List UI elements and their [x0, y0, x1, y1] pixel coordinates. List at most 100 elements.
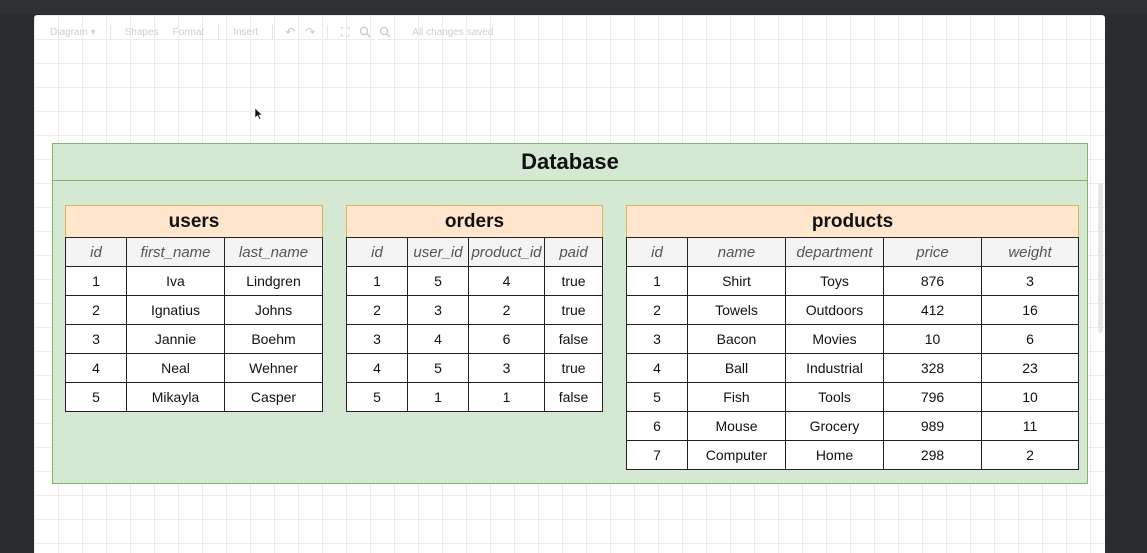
table-cell: 1	[407, 382, 469, 412]
table-cell: Jannie	[126, 324, 225, 354]
table-cell: 4	[407, 324, 469, 354]
table-cell: 4	[65, 353, 127, 383]
table-cell: true	[544, 295, 603, 325]
shapes-toggle[interactable]: Shapes	[124, 26, 159, 38]
table-cell: Shirt	[687, 266, 786, 296]
table-cell: 10	[981, 382, 1079, 412]
toolbar: Diagram ▾ Shapes Format Insert ↶ ↷ ⛶ All…	[34, 15, 1105, 49]
column-header: user_id	[407, 237, 469, 267]
table-row: 4 5 3 true	[346, 353, 603, 383]
table-cell: Iva	[126, 266, 225, 296]
table-cell: Ignatius	[126, 295, 225, 325]
table-cell: 3	[346, 324, 408, 354]
toolbar-divider	[109, 25, 111, 39]
table-cell: 10	[883, 324, 982, 354]
products-table[interactable]: products id name department price weight…	[626, 205, 1079, 470]
undo-icon[interactable]: ↶	[285, 25, 296, 39]
table-cell: Lindgren	[224, 266, 323, 296]
column-header: id	[626, 237, 688, 267]
toolbar-divider	[272, 25, 274, 39]
zoom-out-icon[interactable]	[378, 25, 392, 39]
column-header: department	[785, 237, 884, 267]
table-cell: Home	[785, 440, 884, 470]
table-cell: false	[544, 382, 603, 412]
table-cell: false	[544, 324, 603, 354]
table-row: 2 3 2 true	[346, 295, 603, 325]
table-row: 1 5 4 true	[346, 266, 603, 296]
table-cell: 3	[468, 353, 545, 383]
table-cell: Fish	[687, 382, 786, 412]
window-top-bar	[0, 0, 1147, 14]
column-header: price	[883, 237, 982, 267]
diagram-canvas[interactable]: Diagram ▾ Shapes Format Insert ↶ ↷ ⛶ All…	[34, 15, 1105, 553]
column-header: last_name	[224, 237, 323, 267]
table-cell: 3	[407, 295, 469, 325]
table-row: 2 Ignatius Johns	[65, 295, 323, 325]
table-row: 5 Fish Tools 796 10	[626, 382, 1079, 412]
table-cell: Wehner	[224, 353, 323, 383]
vertical-scrollbar[interactable]	[1098, 183, 1103, 333]
column-header: id	[346, 237, 408, 267]
table-title: orders	[346, 205, 603, 238]
table-cell: 412	[883, 295, 982, 325]
column-header: product_id	[468, 237, 545, 267]
table-cell: 876	[883, 266, 982, 296]
table-row: 4 Neal Wehner	[65, 353, 323, 383]
table-cell: Towels	[687, 295, 786, 325]
table-cell: Outdoors	[785, 295, 884, 325]
fullscreen-icon[interactable]: ⛶	[341, 24, 350, 39]
table-cell: 4	[346, 353, 408, 383]
table-cell: 6	[981, 324, 1079, 354]
table-cell: 5	[65, 382, 127, 412]
table-cell: 1	[468, 382, 545, 412]
table-cell: 2	[468, 295, 545, 325]
table-cell: Mouse	[687, 411, 786, 441]
table-row: 1 Iva Lindgren	[65, 266, 323, 296]
table-cell: 7	[626, 440, 688, 470]
table-cell: Tools	[785, 382, 884, 412]
format-toggle[interactable]: Format	[172, 26, 205, 38]
table-cell: 328	[883, 353, 982, 383]
table-cell: 2	[626, 295, 688, 325]
table-cell: Industrial	[785, 353, 884, 383]
table-cell: 2	[346, 295, 408, 325]
users-table[interactable]: users id first_name last_name 1 Iva Lind…	[65, 205, 323, 412]
table-row: 5 Mikayla Casper	[65, 382, 323, 412]
table-cell: Movies	[785, 324, 884, 354]
table-cell: Neal	[126, 353, 225, 383]
table-cell: Computer	[687, 440, 786, 470]
table-cell: 16	[981, 295, 1079, 325]
column-header: first_name	[126, 237, 225, 267]
table-title: users	[65, 205, 323, 238]
table-cell: 989	[883, 411, 982, 441]
table-cell: Casper	[224, 382, 323, 412]
column-header: weight	[981, 237, 1079, 267]
toolbar-divider	[327, 25, 329, 39]
table-row: 5 1 1 false	[346, 382, 603, 412]
database-container[interactable]: Database users id first_name last_name 1…	[52, 143, 1088, 484]
table-cell: 3	[981, 266, 1079, 296]
table-cell: 5	[407, 266, 469, 296]
table-cell: 3	[626, 324, 688, 354]
redo-icon[interactable]: ↷	[305, 25, 316, 39]
table-cell: 6	[626, 411, 688, 441]
table-cell: 5	[407, 353, 469, 383]
table-cell: 2	[65, 295, 127, 325]
table-cell: 4	[626, 353, 688, 383]
column-header: paid	[544, 237, 603, 267]
database-title: Database	[53, 144, 1087, 181]
table-cell: Boehm	[224, 324, 323, 354]
table-cell: 796	[883, 382, 982, 412]
table-cell: 23	[981, 353, 1079, 383]
orders-table[interactable]: orders id user_id product_id paid 1 5 4 …	[346, 205, 603, 412]
table-cell: true	[544, 353, 603, 383]
table-row: 3 4 6 false	[346, 324, 603, 354]
table-cell: 4	[468, 266, 545, 296]
insert-menu[interactable]: Insert	[233, 26, 259, 38]
table-row: 1 Shirt Toys 876 3	[626, 266, 1079, 296]
save-status: All changes saved	[412, 26, 494, 38]
zoom-in-icon[interactable]	[358, 25, 372, 39]
mouse-pointer-icon	[255, 108, 263, 120]
table-row: 4 Ball Industrial 328 23	[626, 353, 1079, 383]
diagram-menu[interactable]: Diagram ▾	[50, 26, 96, 38]
